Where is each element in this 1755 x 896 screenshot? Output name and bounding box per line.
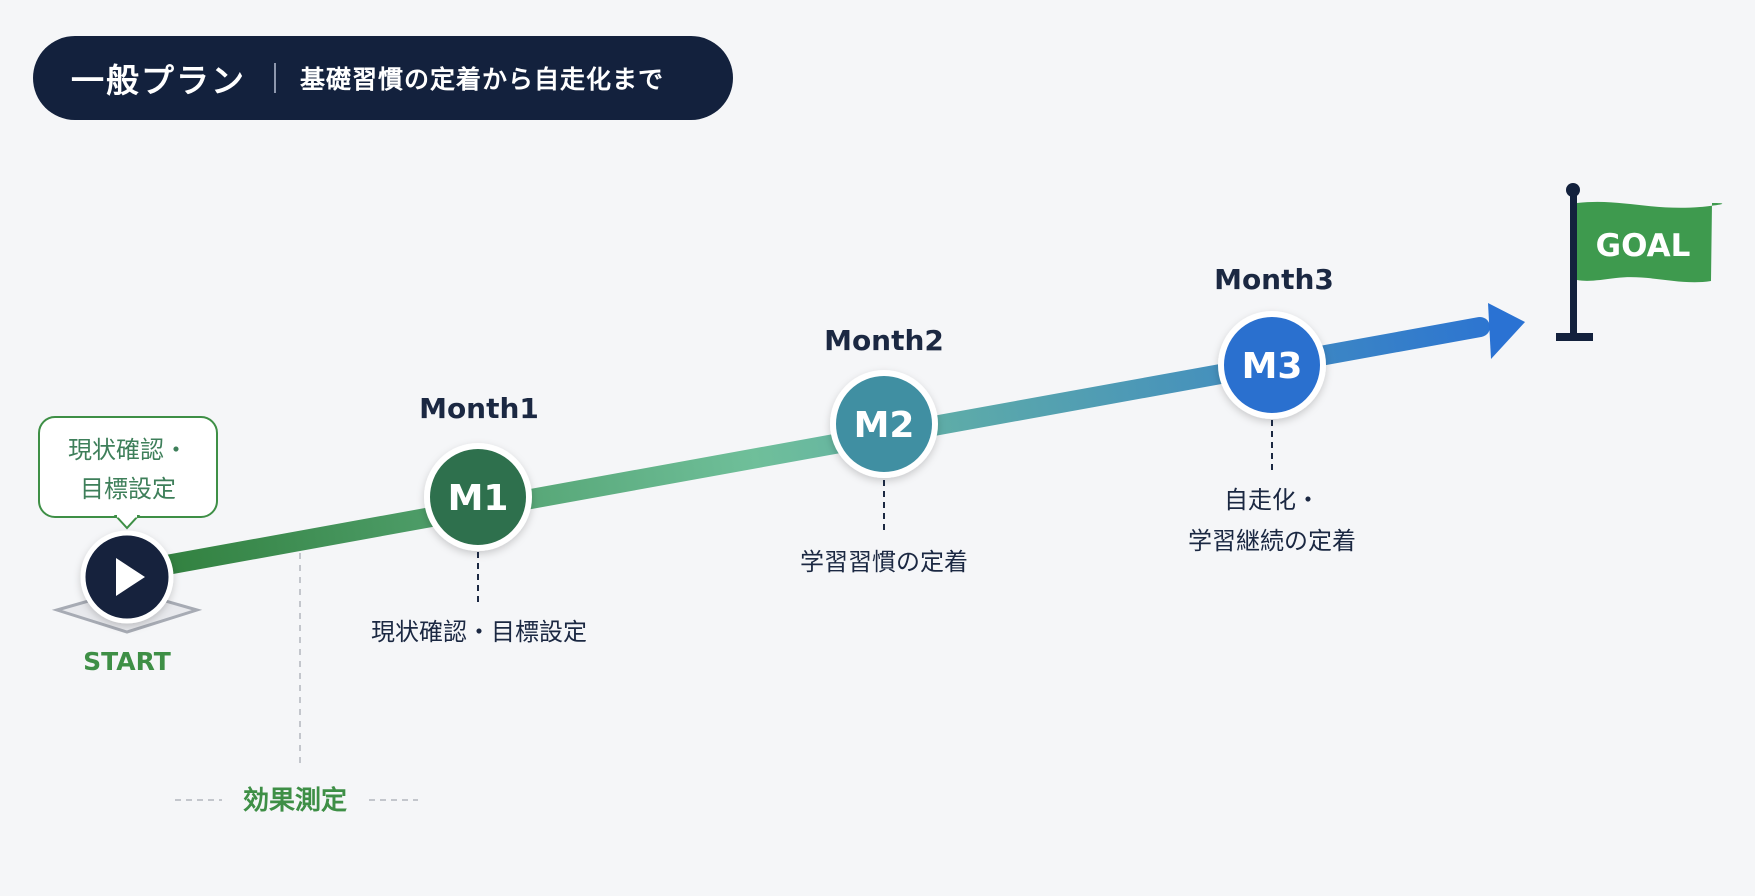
bubble-tail xyxy=(113,515,141,530)
start-marker: START xyxy=(51,530,203,676)
milestone-m2: Month2 M2 学習習慣の定着 xyxy=(800,324,968,576)
flag-cloth xyxy=(1577,201,1723,283)
flag-pole-top xyxy=(1566,183,1580,197)
plan-header: 一般プラン 基礎習慣の定着から自走化まで xyxy=(33,36,733,120)
milestone-marker xyxy=(424,443,532,551)
milestone-marker xyxy=(830,370,938,478)
milestone-marker-label: M1 xyxy=(448,478,509,519)
bubble-text-line-1: 現状確認・ xyxy=(68,436,188,464)
milestone-description: 現状確認・目標設定 xyxy=(371,618,587,646)
goal-flag: GOAL xyxy=(1556,183,1723,341)
play-icon xyxy=(116,558,145,596)
milestone-description-line-2: 学習継続の定着 xyxy=(1188,527,1356,555)
plan-title: 一般プラン xyxy=(71,61,246,100)
plan-subtitle: 基礎習慣の定着から自走化まで xyxy=(300,65,665,94)
month-label: Month2 xyxy=(824,324,944,357)
month-label: Month1 xyxy=(419,392,539,425)
goal-label: GOAL xyxy=(1596,228,1691,264)
flag-base xyxy=(1556,333,1593,341)
milestone-description: 学習習慣の定着 xyxy=(800,548,968,576)
milestone-m3: Month3 M3 自走化・ 学習継続の定着 xyxy=(1188,263,1356,555)
milestone-m1: Month1 M1 現状確認・目標設定 xyxy=(371,392,587,646)
milestone-description-line-1: 自走化・ xyxy=(1224,486,1320,514)
month-label: Month3 xyxy=(1214,263,1334,296)
milestone-marker-label: M2 xyxy=(854,405,915,446)
header-divider xyxy=(274,63,276,93)
bubble-text-line-2: 目標設定 xyxy=(80,475,176,503)
track-arrowhead xyxy=(1488,303,1525,359)
milestone-marker xyxy=(1218,311,1326,419)
start-label: START xyxy=(83,647,171,676)
flag-pole xyxy=(1570,190,1577,336)
milestone-marker-label: M3 xyxy=(1242,346,1303,387)
effect-measurement-label: 効果測定 xyxy=(243,785,347,816)
start-bubble: 現状確認・ 目標設定 xyxy=(38,416,218,530)
